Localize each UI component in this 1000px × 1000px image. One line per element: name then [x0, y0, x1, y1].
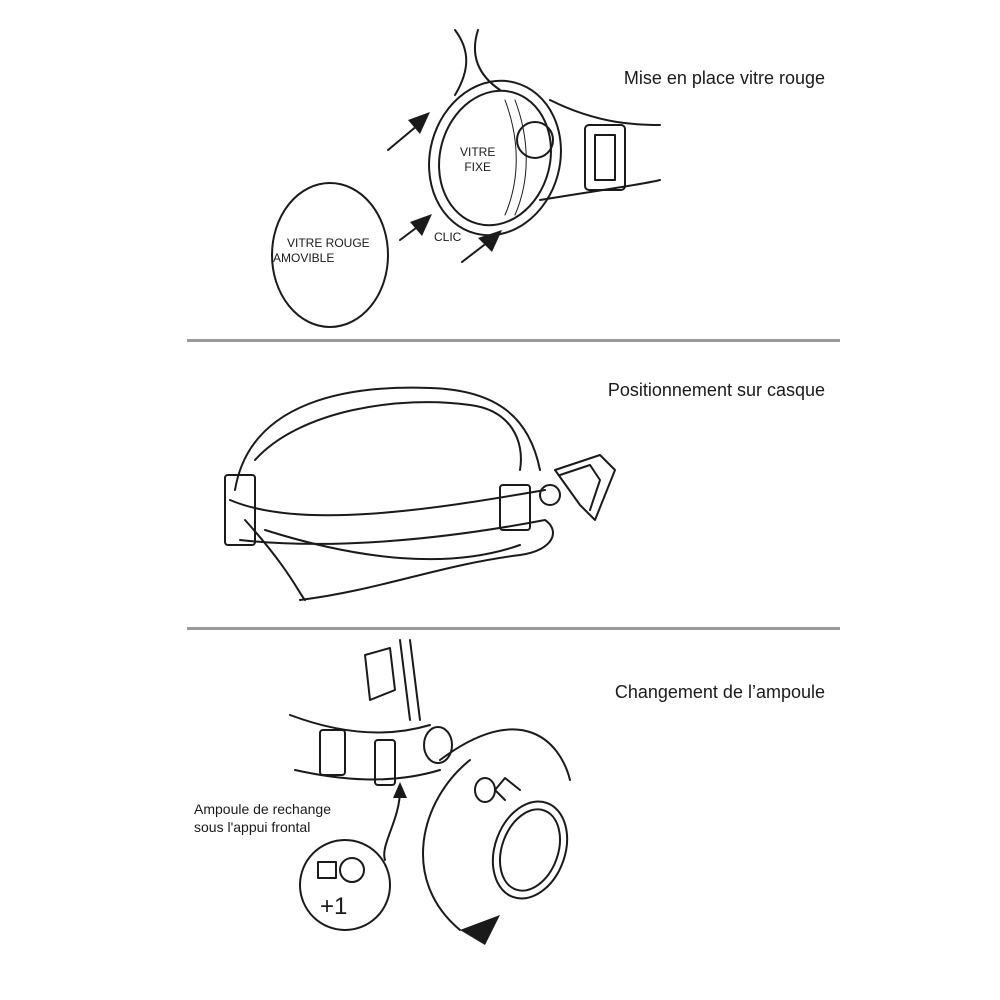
spare-count: +1	[320, 893, 348, 920]
label-red-glass-line2: AMOVIBLE	[273, 251, 335, 265]
divider	[187, 339, 840, 342]
label-red-glass: VITRE ROUGE AMOVIBLE	[273, 236, 370, 266]
label-fixed-glass-line2: FIXE	[464, 160, 491, 174]
label-click: CLIC	[434, 230, 462, 244]
arrow-icons	[387, 112, 502, 263]
bulb-change-illustration	[289, 639, 571, 945]
helmet-illustration	[224, 386, 616, 601]
red-glass-disc	[271, 182, 389, 328]
section-title-red-glass: Mise en place vitre rouge	[623, 68, 825, 88]
label-red-glass-line1: VITRE ROUGE	[287, 236, 370, 250]
section-title-helmet: Positionnement sur casque	[607, 380, 825, 400]
caption-line2: sous l'appui frontal	[194, 819, 311, 835]
divider	[187, 627, 840, 630]
caption-line1: Ampoule de rechange	[194, 801, 331, 817]
label-fixed-glass-line1: VITRE	[460, 145, 496, 159]
spare-bulb-caption: Ampoule de rechange sous l'appui frontal	[194, 800, 331, 836]
headlamp-lens-illustration	[428, 29, 661, 237]
section-title-bulb-change: Changement de l’ampoule	[614, 682, 825, 702]
label-fixed-glass: VITRE FIXE	[460, 145, 495, 175]
spare-bulb-circle	[299, 839, 391, 931]
